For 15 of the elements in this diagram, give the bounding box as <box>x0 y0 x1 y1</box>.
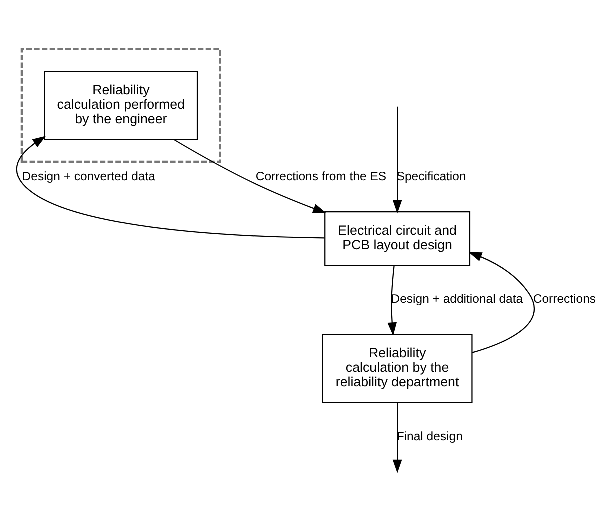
node-box: Electrical circuit and PCB layout design <box>324 211 471 266</box>
edge-label: Final design <box>396 428 463 443</box>
node-box: Reliability calculation performed by the engineer <box>44 70 198 140</box>
arrow <box>388 265 398 336</box>
edge-label: Corrections <box>533 292 596 306</box>
arrow <box>174 138 327 213</box>
edge-label: Design + converted data <box>22 169 156 184</box>
arrow <box>16 136 325 238</box>
arrow <box>392 106 402 214</box>
node-box: Reliability calculation by the reliability department <box>322 334 473 403</box>
arrow <box>468 252 535 353</box>
edge-label: Corrections from the ES <box>256 169 387 184</box>
edge-label: Specification <box>396 169 466 184</box>
cluster <box>20 48 222 163</box>
arrow <box>392 402 402 473</box>
